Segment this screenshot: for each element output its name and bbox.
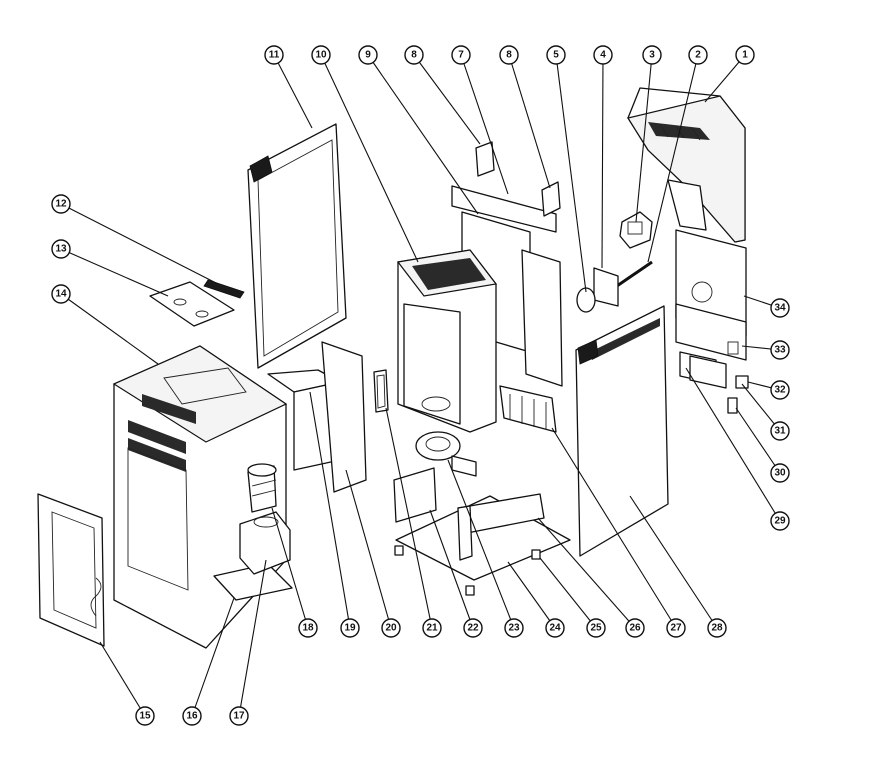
callout-4: 4: [593, 45, 613, 65]
callout-18: 18: [298, 618, 318, 638]
svg-text:16: 16: [186, 711, 198, 722]
svg-text:24: 24: [549, 623, 561, 634]
callout-19: 19: [340, 618, 360, 638]
part-transformer: [679, 351, 727, 389]
part-control-bracket: [675, 303, 747, 361]
callout-21: 21: [422, 618, 442, 638]
part-top-deflector: [451, 141, 561, 233]
svg-text:20: 20: [385, 623, 397, 634]
svg-text:34: 34: [774, 303, 786, 314]
svg-text:19: 19: [344, 623, 356, 634]
part-auger-shaft: [613, 260, 653, 290]
svg-text:8: 8: [411, 50, 417, 61]
part-burn-pot: [247, 463, 277, 513]
callout-20: 20: [381, 618, 401, 638]
svg-text:10: 10: [315, 50, 327, 61]
callout-7: 7: [451, 45, 471, 65]
part-switch: [727, 397, 738, 414]
callout-14: 14: [51, 284, 71, 304]
leader-lines: [60, 54, 781, 717]
svg-text:25: 25: [590, 623, 602, 634]
svg-text:4: 4: [600, 50, 606, 61]
callout-3: 3: [642, 45, 662, 65]
svg-text:13: 13: [55, 244, 67, 255]
svg-text:8: 8: [506, 50, 512, 61]
callout-8-left: 8: [404, 45, 424, 65]
svg-text:27: 27: [670, 623, 682, 634]
part-gasket: [373, 369, 389, 413]
svg-text:9: 9: [365, 50, 371, 61]
svg-text:33: 33: [774, 345, 786, 356]
callout-22: 22: [463, 618, 483, 638]
callout-29: 29: [770, 511, 790, 531]
part-right-inner-panel: [521, 249, 563, 387]
callout-17: 17: [229, 706, 249, 726]
part-gear-motor: [619, 211, 653, 249]
callout-10: 10: [311, 45, 331, 65]
callout-11: 11: [264, 45, 284, 65]
callout-32: 32: [770, 380, 790, 400]
part-firebox: [396, 249, 498, 433]
callout-9: 9: [358, 45, 378, 65]
callout-8-right: 8: [499, 45, 519, 65]
part-door: [37, 493, 105, 647]
callout-labels: 1 2 3 4 5 7 8 8 9 10 11 12 13 14 15 16 1…: [51, 45, 790, 726]
part-right-side-panel: [575, 305, 669, 557]
svg-text:5: 5: [553, 50, 559, 61]
part-fuse: [735, 375, 749, 389]
svg-text:26: 26: [629, 623, 641, 634]
part-motor-bracket: [576, 267, 619, 313]
svg-text:29: 29: [774, 516, 786, 527]
part-side-wall: [321, 341, 367, 493]
callout-23: 23: [504, 618, 524, 638]
svg-text:14: 14: [55, 289, 67, 300]
part-handle: [203, 279, 245, 299]
callout-25: 25: [586, 618, 606, 638]
svg-text:30: 30: [774, 468, 786, 479]
callout-24: 24: [545, 618, 565, 638]
callout-2: 2: [688, 45, 708, 65]
callout-16: 16: [182, 706, 202, 726]
callout-31: 31: [770, 421, 790, 441]
callout-30: 30: [770, 463, 790, 483]
part-hopper: [627, 87, 746, 243]
part-bracket: [457, 493, 545, 561]
svg-text:7: 7: [458, 50, 464, 61]
callout-15: 15: [135, 706, 155, 726]
svg-text:23: 23: [508, 623, 520, 634]
callout-34: 34: [770, 298, 790, 318]
callout-13: 13: [51, 239, 71, 259]
svg-text:15: 15: [139, 711, 151, 722]
svg-text:31: 31: [774, 426, 786, 437]
callout-12: 12: [51, 194, 71, 214]
svg-text:21: 21: [426, 623, 438, 634]
svg-text:32: 32: [774, 385, 786, 396]
svg-text:22: 22: [467, 623, 479, 634]
svg-text:28: 28: [711, 623, 723, 634]
callout-33: 33: [770, 340, 790, 360]
svg-text:12: 12: [55, 199, 67, 210]
callout-1: 1: [735, 45, 755, 65]
svg-text:18: 18: [302, 623, 314, 634]
callout-5: 5: [546, 45, 566, 65]
callout-27: 27: [666, 618, 686, 638]
part-fan: [415, 431, 477, 477]
callout-28: 28: [707, 618, 727, 638]
part-plate: [149, 281, 235, 327]
part-heater-element: [499, 385, 557, 433]
part-feet: [394, 545, 541, 596]
svg-text:3: 3: [649, 50, 655, 61]
callout-26: 26: [625, 618, 645, 638]
svg-text:1: 1: [742, 50, 748, 61]
svg-text:2: 2: [695, 50, 701, 61]
part-left-side-panel: [247, 123, 347, 369]
svg-text:17: 17: [233, 711, 245, 722]
svg-text:11: 11: [269, 50, 280, 61]
